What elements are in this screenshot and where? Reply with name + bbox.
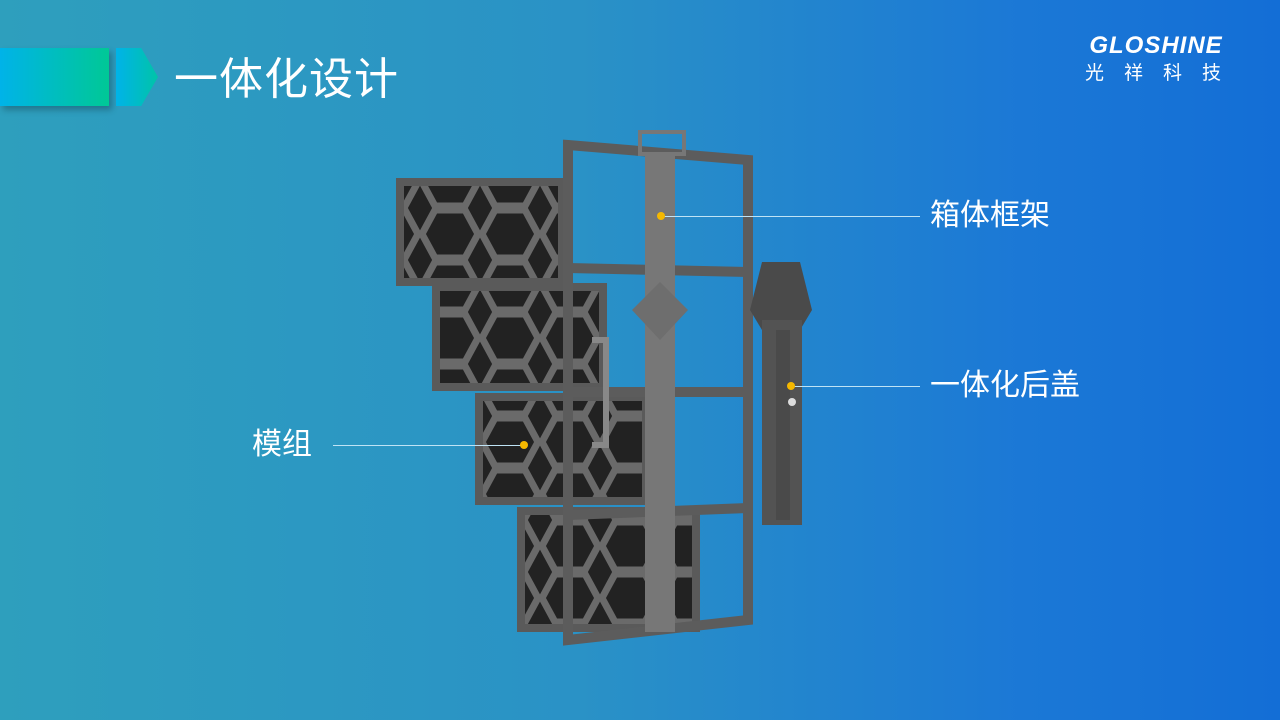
callout-line-back-cover <box>792 386 920 387</box>
logo-text-en: GLOSHINE <box>1089 32 1223 59</box>
frame-center-beam <box>645 152 675 632</box>
callout-line-module <box>333 445 524 446</box>
slide-title: 一体化设计 <box>174 54 399 105</box>
callout-label-back-cover: 一体化后盖 <box>930 368 1080 403</box>
callout-dot-module <box>520 441 528 449</box>
title-accent-bar <box>0 48 109 106</box>
callout-dot-frame <box>657 212 665 220</box>
callout-line-frame <box>662 216 920 217</box>
callout-label-frame: 箱体框架 <box>930 198 1050 233</box>
integrated-back-cover <box>750 262 812 525</box>
module-panels <box>396 178 700 632</box>
callout-dot-back-cover <box>787 382 795 390</box>
logo-text-cn: 光祥科技 <box>1084 62 1241 84</box>
callout-label-module: 模组 <box>252 427 312 462</box>
brand-logo: GLOSHINE 光祥科技 <box>1070 32 1242 86</box>
